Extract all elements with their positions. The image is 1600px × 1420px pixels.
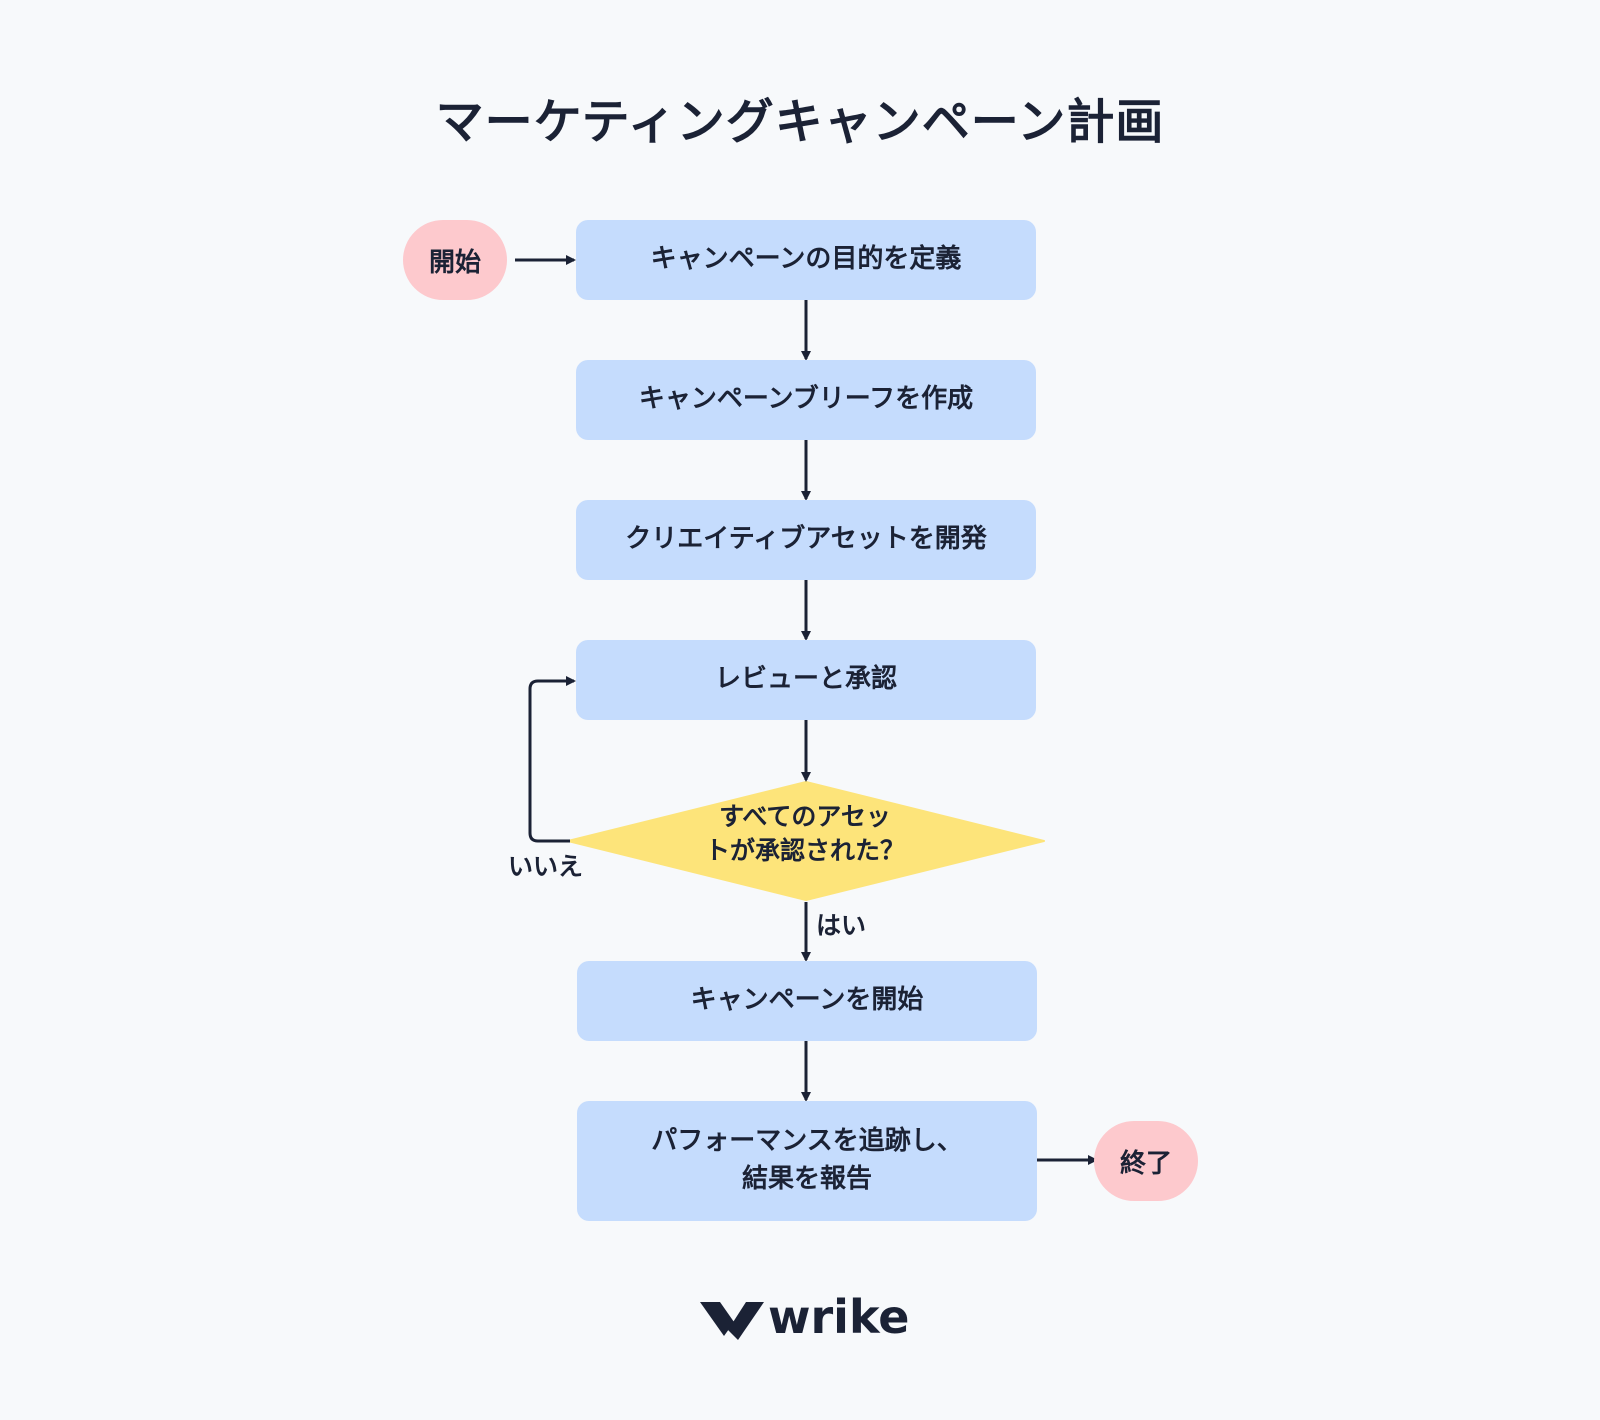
wrike-logo-icon <box>700 1302 764 1340</box>
step-review-approve: レビューと承認 <box>576 640 1036 720</box>
step-define-objectives-label: キャンペーンの目的を定義 <box>650 244 962 275</box>
decision-label-line1: すべてのアセッ <box>719 802 891 831</box>
step-launch-campaign: キャンペーンを開始 <box>577 961 1037 1041</box>
decision-label: すべてのアセッ トが承認された？ <box>630 800 980 868</box>
no-label: いいえ <box>508 852 584 881</box>
decision-diamond <box>567 781 1045 901</box>
decision-label-line2: トが承認された？ <box>704 835 905 865</box>
step-track-report-line2: 結果を報告 <box>741 1164 872 1194</box>
step-create-brief-label: キャンペーンブリーフを作成 <box>638 384 974 415</box>
end-label: 終了 <box>1119 1148 1172 1179</box>
yes-label: はい <box>816 911 867 940</box>
step-review-approve-label: レビューと承認 <box>714 664 897 695</box>
end-terminal: 終了 <box>1094 1121 1198 1201</box>
step-track-report-line1: パフォーマンスを追跡し、 <box>651 1126 963 1157</box>
start-label: 開始 <box>428 247 481 278</box>
step-launch-campaign-label: キャンペーンを開始 <box>690 985 924 1016</box>
step-develop-assets: クリエイティブアセットを開発 <box>576 500 1036 580</box>
start-terminal: 開始 <box>403 220 507 300</box>
step-create-brief: キャンペーンブリーフを作成 <box>576 360 1036 440</box>
step-define-objectives: キャンペーンの目的を定義 <box>576 220 1036 300</box>
arrow-decision-no-loop <box>528 676 576 843</box>
page-title: マーケティングキャンペーン計画 <box>435 94 1165 150</box>
step-track-report: パフォーマンスを追跡し、 結果を報告 <box>577 1101 1037 1221</box>
wrike-logo-wordmark: wrike <box>768 1290 910 1344</box>
step-develop-assets-label: クリエイティブアセットを開発 <box>625 524 987 555</box>
